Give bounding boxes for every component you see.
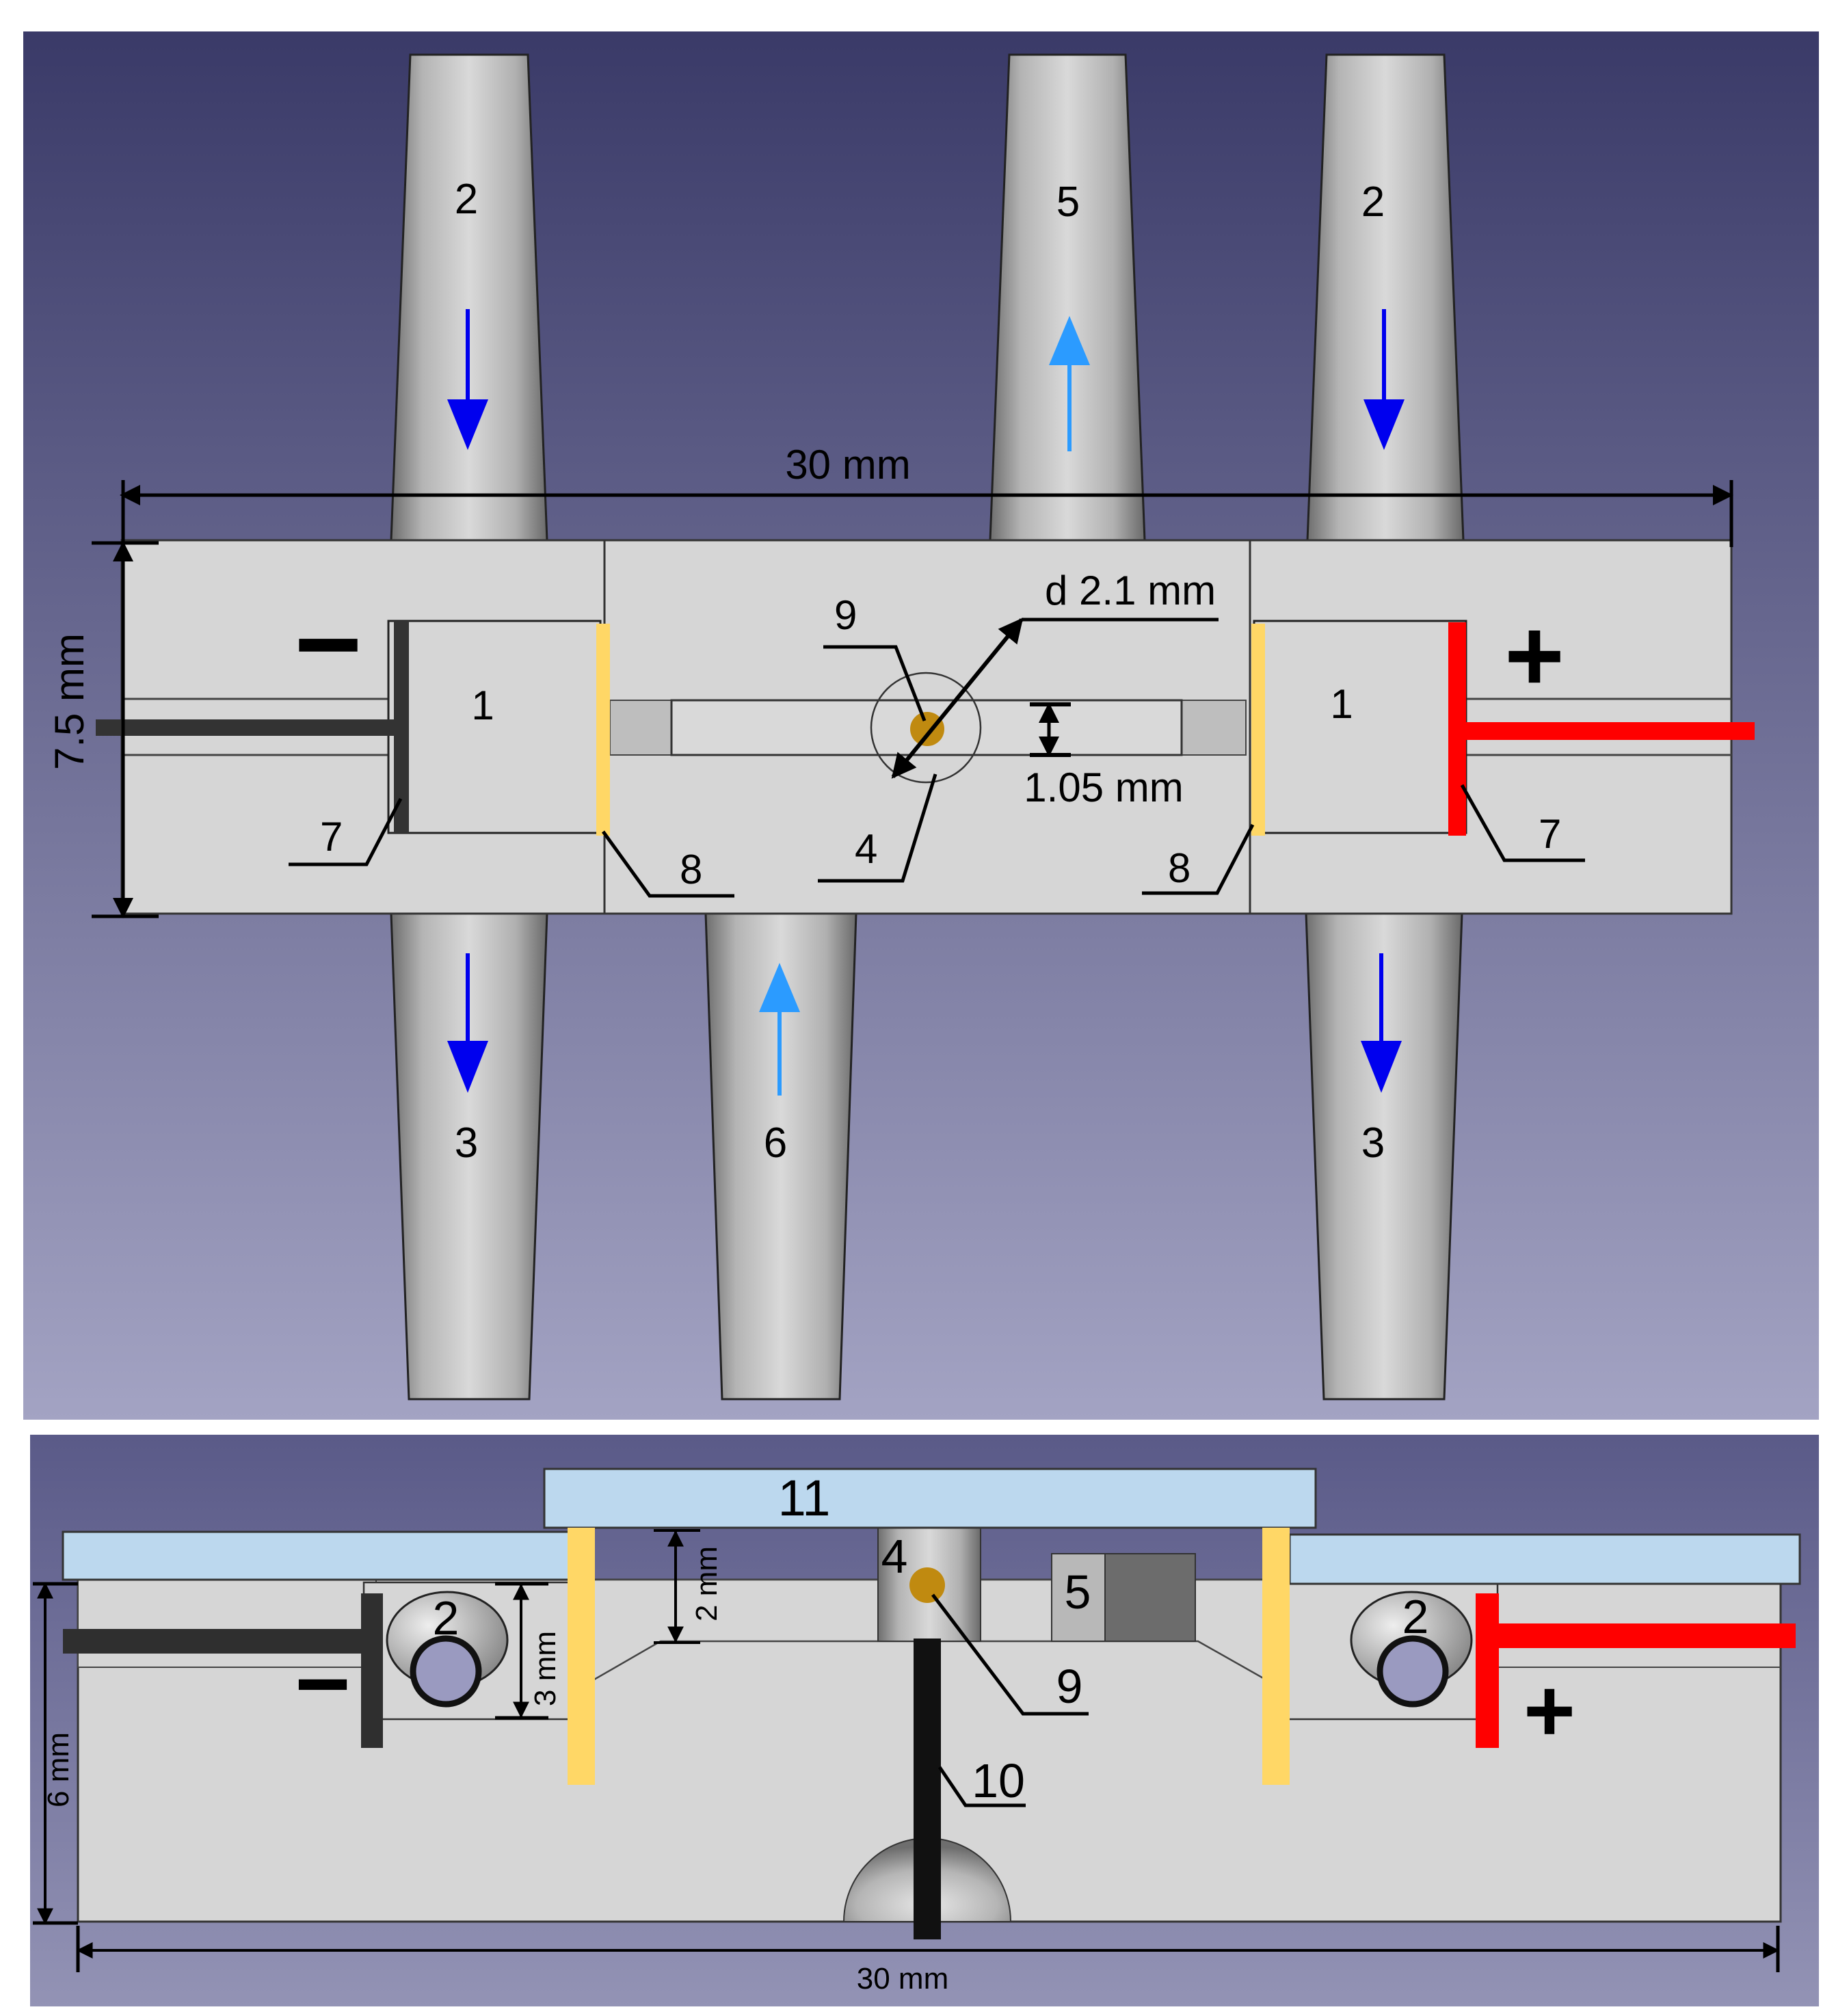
side-dimension-30mm-label: 30 mm [857, 1962, 948, 1995]
side-electrode-negative-wire [63, 1629, 364, 1654]
side-cover-right [1288, 1533, 1801, 1585]
flow-arrow-up [1049, 316, 1090, 451]
flow-arrow-down [447, 309, 488, 450]
diameter-arrow [891, 618, 1024, 779]
flow-arrow-down [1361, 953, 1402, 1093]
panel-gap [0, 1420, 1836, 1435]
membrane-right [1251, 624, 1265, 836]
leader-membrane-left [601, 830, 734, 898]
chamber-right [1253, 620, 1467, 834]
side-electrode-positive-wire [1498, 1623, 1796, 1648]
side-electrode-negative-plate [361, 1593, 383, 1748]
side-dimension-3mm [495, 1582, 548, 1720]
dimension-width [120, 480, 1733, 547]
tube-inlet-right [1306, 53, 1465, 542]
polarity-plus: + [1504, 598, 1565, 713]
label-chamber-right: 1 [1330, 681, 1353, 727]
side-label-tube-left: 2 [433, 1591, 460, 1645]
electrode-negative-plate [394, 621, 409, 833]
side-tube-end-left [386, 1591, 509, 1708]
leader-sphere [823, 645, 927, 721]
side-dimension-6mm [33, 1582, 78, 1925]
side-polarity-minus: − [295, 1630, 351, 1737]
dimension-channel [1030, 702, 1071, 757]
chamber-left [387, 620, 602, 834]
dimension-height [92, 541, 159, 918]
label-chamber-left: 1 [471, 682, 494, 728]
flow-arrow-down [447, 953, 488, 1093]
label-electrode-left: 7 [320, 814, 343, 860]
side-cover-top [543, 1468, 1317, 1529]
label-tube-3-right: 3 [1361, 1119, 1385, 1167]
label-channel: 4 [855, 826, 877, 872]
side-leader-sphere [931, 1593, 1089, 1716]
label-tube-5: 5 [1056, 178, 1080, 226]
dimension-height-label: 7.5 mm [46, 633, 92, 770]
label-sphere: 9 [834, 592, 857, 638]
label-membrane-right: 8 [1168, 845, 1190, 891]
flow-arrow-down [1363, 309, 1405, 450]
dimension-width-label: 30 mm [785, 442, 910, 488]
side-membrane-left [568, 1528, 595, 1785]
side-label-sphere: 9 [1056, 1660, 1083, 1713]
leader-membrane-right [1142, 823, 1255, 895]
side-label-channel: 4 [881, 1530, 908, 1583]
label-tube-2-left: 2 [455, 176, 478, 223]
membrane-left [596, 624, 610, 836]
side-label-rod: 10 [972, 1754, 1025, 1807]
dimension-channel-label: 1.05 mm [1024, 765, 1183, 810]
channel-end-left [609, 700, 672, 756]
side-dimension-6mm-label: 6 mm [42, 1732, 75, 1807]
side-cover-left [62, 1530, 572, 1581]
side-membrane-right [1262, 1528, 1290, 1785]
side-sphere [909, 1567, 945, 1603]
label-tube-6: 6 [764, 1119, 787, 1167]
top-view: 30 mm 7.5 mm d 2.1 mm 1.05 mm − + 2 5 2 … [23, 31, 1819, 1420]
channel-end-right [1181, 700, 1247, 756]
label-tube-2-right: 2 [1361, 178, 1385, 226]
label-tube-3-left: 3 [455, 1119, 478, 1167]
side-rod [914, 1639, 941, 1939]
side-electrode-positive-plate [1476, 1593, 1499, 1748]
side-dimension-3mm-label: 3 mm [529, 1631, 562, 1706]
side-view: − + 2 mm 3 mm 6 mm 30 mm [30, 1435, 1819, 2006]
side-leader-rod [937, 1766, 1026, 1807]
label-membrane-left: 8 [680, 847, 702, 892]
flow-arrow-up [759, 963, 800, 1096]
electrode-positive-plate [1448, 622, 1466, 836]
polarity-minus: − [294, 579, 362, 709]
leader-channel [818, 773, 937, 883]
side-label-cover: 11 [778, 1470, 831, 1526]
side-dimension-2mm-label: 2 mm [690, 1546, 723, 1621]
leader-electrode-right [1460, 784, 1585, 862]
tube-outlet-mid [989, 53, 1146, 542]
electrode-negative-wire [96, 719, 397, 736]
electrode-positive-wire [1463, 722, 1755, 740]
sphere [910, 712, 944, 746]
side-polarity-plus: + [1524, 1660, 1575, 1760]
side-dimension-30mm [76, 1926, 1780, 1972]
tube-inlet-left [390, 53, 548, 542]
dimension-diameter-label: d 2.1 mm [1045, 568, 1216, 613]
side-tube-end-right [1350, 1591, 1473, 1708]
side-dimension-2mm [654, 1529, 700, 1644]
side-label-port: 5 [1065, 1565, 1091, 1619]
leader-electrode-left [289, 797, 403, 866]
label-electrode-right: 7 [1539, 811, 1561, 857]
side-label-tube-right: 2 [1402, 1590, 1429, 1643]
side-port-5-face [1051, 1553, 1106, 1642]
